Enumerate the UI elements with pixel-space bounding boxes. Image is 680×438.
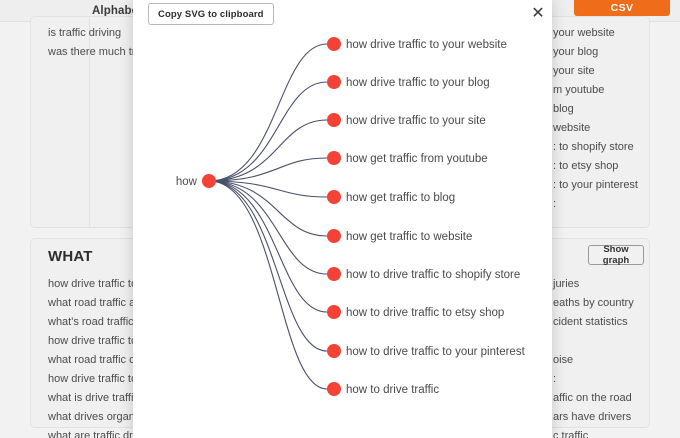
graph-edge bbox=[208, 180, 328, 275]
graph-svg[interactable]: how drive traffic to your website how dri… bbox=[133, 0, 552, 438]
list-item: what is drive traffic bbox=[48, 392, 139, 404]
graph-node[interactable]: how drive traffic to your blog bbox=[327, 75, 490, 89]
graph-edge bbox=[208, 180, 328, 237]
list-item: website bbox=[553, 122, 591, 134]
list-item: : to etsy shop bbox=[553, 160, 619, 172]
graph-node-dot[interactable] bbox=[327, 382, 341, 396]
background-list-bottom-left: how drive traffic to what road traffic a… bbox=[48, 275, 143, 438]
list-item: your website bbox=[553, 27, 615, 39]
graph-modal: Copy SVG to clipboard ✕ how drive traffi… bbox=[133, 0, 552, 438]
list-item: : bbox=[553, 373, 557, 385]
list-item: ars have drivers bbox=[553, 411, 632, 423]
graph-node-dot[interactable] bbox=[327, 305, 341, 319]
list-item bbox=[553, 332, 634, 351]
graph-node-dot[interactable] bbox=[327, 190, 341, 204]
show-graph-button[interactable]: Show graph bbox=[588, 244, 644, 266]
list-item: juries bbox=[553, 278, 580, 290]
graph-node[interactable]: how get traffic to website bbox=[327, 229, 472, 243]
graph-root-dot[interactable] bbox=[202, 174, 216, 188]
card-divider-left bbox=[89, 17, 90, 227]
graph-edge bbox=[208, 180, 328, 313]
list-item: eaths by country bbox=[553, 297, 634, 309]
graph-node-label: how drive traffic to your site bbox=[346, 115, 486, 127]
list-item: : to your pinterest bbox=[553, 179, 638, 191]
list-item: was there much tra bbox=[48, 46, 142, 58]
list-item: c traffic bbox=[553, 430, 589, 438]
graph-edge bbox=[208, 81, 328, 182]
list-item: how drive traffic to bbox=[48, 335, 138, 347]
list-item: your blog bbox=[553, 46, 599, 58]
list-item: what drives organic bbox=[48, 411, 143, 423]
graph-edge bbox=[208, 180, 328, 198]
background-list-bottom-right: juries eaths by country cident statistic… bbox=[553, 275, 634, 438]
graph-edge bbox=[208, 43, 328, 182]
copy-svg-to-clipboard-button[interactable]: Copy SVG to clipboard bbox=[148, 3, 274, 25]
graph-node-dot[interactable] bbox=[327, 75, 341, 89]
list-item: what's road traffic bbox=[48, 316, 134, 328]
graph-edge bbox=[208, 119, 328, 182]
list-item: what road traffic co bbox=[48, 354, 141, 366]
graph-node[interactable]: how drive traffic to your site bbox=[327, 113, 486, 127]
graph-node-label: how to drive traffic to your pinterest bbox=[346, 346, 526, 358]
header-title: Alphabet bbox=[92, 4, 142, 17]
graph-root-label: how bbox=[176, 176, 198, 188]
list-item: : bbox=[553, 198, 557, 210]
graph-node-label: how get traffic from youtube bbox=[346, 153, 488, 165]
graph-node-label: how get traffic to blog bbox=[346, 192, 455, 204]
graph-node-label: how to drive traffic bbox=[346, 384, 439, 396]
graph-node-dot[interactable] bbox=[327, 344, 341, 358]
list-item: oise bbox=[553, 354, 574, 366]
graph-node[interactable]: how to drive traffic to your pinterest bbox=[327, 344, 526, 358]
list-item: blog bbox=[553, 103, 574, 115]
list-item: what are traffic driv bbox=[48, 430, 141, 438]
graph-edge bbox=[208, 180, 328, 352]
graph-node[interactable]: how drive traffic to your website bbox=[327, 37, 507, 51]
download-csv-button[interactable]: DOWNLOAD CSV bbox=[574, 0, 670, 16]
graph-node-dot[interactable] bbox=[327, 267, 341, 281]
list-item: m youtube bbox=[553, 84, 605, 96]
graph-node[interactable]: how to drive traffic bbox=[327, 382, 439, 396]
list-item: what road traffic ac bbox=[48, 297, 141, 309]
graph-node[interactable]: how get traffic to blog bbox=[327, 190, 455, 204]
list-item: how drive traffic to bbox=[48, 373, 138, 385]
close-icon[interactable]: ✕ bbox=[525, 1, 551, 27]
graph-node-label: how drive traffic to your blog bbox=[346, 77, 490, 89]
graph-root-node[interactable]: how bbox=[176, 174, 216, 188]
graph-node-dot[interactable] bbox=[327, 229, 341, 243]
graph-node[interactable]: how to drive traffic to shopify store bbox=[327, 267, 520, 281]
graph-node[interactable]: how to drive traffic to etsy shop bbox=[327, 305, 504, 319]
graph-edge bbox=[208, 157, 328, 182]
list-item: how drive traffic to bbox=[48, 278, 138, 290]
background-list-top-right: your website your blog your site m youtu… bbox=[553, 24, 638, 214]
graph-edge bbox=[208, 180, 328, 390]
graph-node[interactable]: how get traffic from youtube bbox=[327, 151, 488, 165]
list-item: cident statistics bbox=[553, 316, 628, 328]
list-item: your site bbox=[553, 65, 595, 77]
list-item: : to shopify store bbox=[553, 141, 634, 153]
section-title-what: WHAT bbox=[48, 248, 93, 265]
graph-node-dot[interactable] bbox=[327, 37, 341, 51]
graph-node-label: how to drive traffic to etsy shop bbox=[346, 307, 504, 319]
graph-node-label: how drive traffic to your website bbox=[346, 39, 507, 51]
list-item: affic on the road bbox=[553, 392, 632, 404]
graph-edges bbox=[208, 43, 328, 390]
graph-node-label: how get traffic to website bbox=[346, 231, 472, 243]
graph-node-dot[interactable] bbox=[327, 151, 341, 165]
background-list-top-left: is traffic driving was there much tra bbox=[48, 24, 142, 62]
keyword-graph: how drive traffic to your website how dri… bbox=[133, 0, 552, 438]
list-item: is traffic driving bbox=[48, 27, 122, 39]
graph-node-label: how to drive traffic to shopify store bbox=[346, 269, 520, 281]
graph-node-dot[interactable] bbox=[327, 113, 341, 127]
